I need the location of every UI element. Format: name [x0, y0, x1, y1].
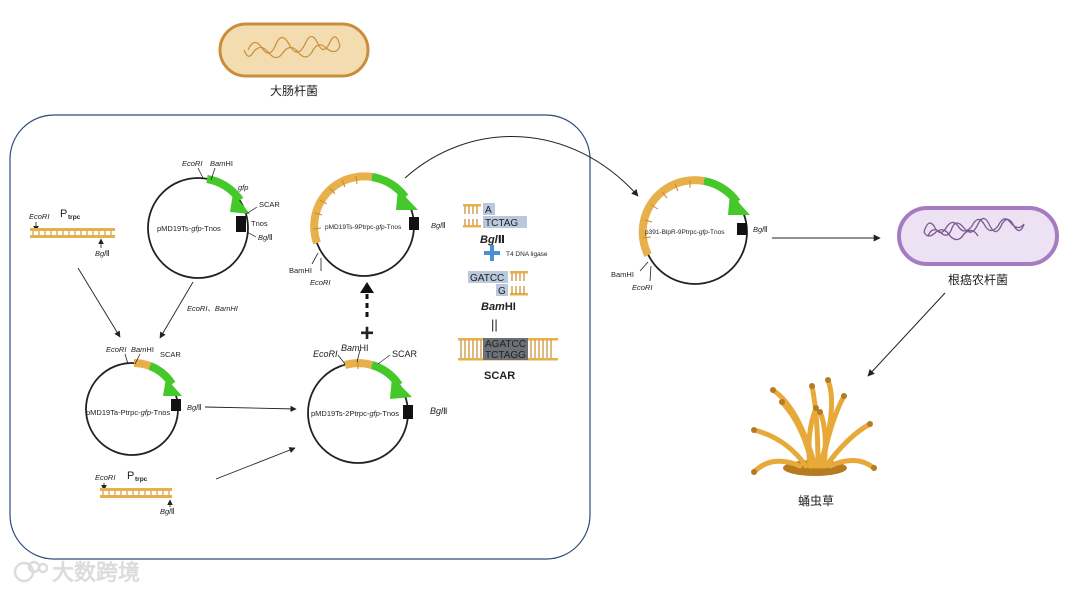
- ptrpc-sub: trpc: [68, 214, 81, 221]
- gfp-arrow: [206, 175, 244, 203]
- ligase-plus-icon: [484, 245, 500, 261]
- ecoli-dna: [243, 35, 341, 59]
- ecoli-cell: 大肠杆菌: [218, 22, 370, 98]
- gfp-arrow: [148, 362, 176, 387]
- gfp-label: gfp: [238, 183, 248, 192]
- bamhi-label: BamHI: [210, 159, 233, 168]
- bam-bottom-seq: G: [498, 286, 506, 297]
- ecori-label: EcoRI: [95, 473, 115, 482]
- plasmid-name: pMD19Ts-gfp-Tnos: [157, 224, 221, 233]
- ecoli-body: [218, 22, 370, 78]
- plasmid-p391-blpr-9ptrpc-gfp-tnos: BglⅡ BamHI EcoRI p391-BlpR-9Ptrpc-gfp-Tn…: [611, 176, 768, 292]
- bgl-bottom-seq: TCTAG: [485, 218, 518, 229]
- ligase-label: T4 DNA ligase: [506, 251, 548, 258]
- bgl-label: BglⅡ: [95, 249, 110, 258]
- tnos-block: [236, 216, 246, 232]
- ecori-label: EcoRI: [310, 278, 330, 287]
- plasmid-name: pMD19Ts-2Ptrpc-gfp-Tnos: [311, 409, 399, 418]
- ptrpc-tick-marks: [312, 175, 358, 230]
- flow-arrow: [215, 447, 296, 480]
- scar-label: SCAR: [392, 349, 418, 359]
- bgl-label: BglⅡ: [431, 221, 446, 230]
- cordyceps-label: 蛹虫草: [798, 494, 834, 508]
- tnos-block: [737, 223, 747, 235]
- plasmid-pmd19ts-2ptrpc-gfp-tnos: EcoRI BamHI SCAR BglⅡ pMD19Ts-2Ptrpc-gfp…: [307, 343, 447, 464]
- ptrpc-label: P: [60, 208, 67, 220]
- bgl-label: BglⅡ: [753, 225, 768, 234]
- bam-top-seq: GATCC: [470, 273, 504, 284]
- bamhi-label: BamHI: [131, 345, 154, 354]
- plasmid-pmd19ts-9ptrpc-gfp-tnos: BglⅡ BamHI EcoRI pMD19Ts-9Ptrpc-gfp-Tnos: [289, 172, 446, 287]
- plasmid-name: pMD19Ts-9Ptrpc-gfp-Tnos: [325, 224, 402, 231]
- ptrpc-tick-marks: [642, 180, 691, 239]
- curved-flow-arrow: [404, 136, 639, 197]
- scar-top-seq: AGATCC: [485, 339, 526, 350]
- watermark-text: 大数跨境: [52, 560, 140, 585]
- flow-arrow: [867, 292, 946, 377]
- tnos-block: [409, 217, 419, 230]
- plasmid-name: p391-BlpR-9Ptrpc-gfp-Tnos: [645, 229, 725, 236]
- bamhi-caption: BamHI: [481, 301, 516, 313]
- watermark: 大数跨境: [13, 560, 140, 585]
- bamhi-label: BamHI: [341, 343, 369, 353]
- ptrpc-segment: [638, 176, 705, 257]
- bamhi-label: BamHI: [289, 266, 312, 275]
- scar-caption: SCAR: [484, 370, 515, 382]
- equals-sign: ||: [491, 317, 498, 332]
- plasmid-pmd19ts-gfp-tnos: EcoRI BamHI gfp SCAR Tnos BglⅡ pMD19Ts-g…: [147, 159, 280, 279]
- ptrpc-segment: [310, 172, 373, 245]
- plus-sign: +: [360, 320, 374, 347]
- ecori-label: EcoRI: [182, 159, 202, 168]
- workflow-box: [9, 114, 591, 560]
- bamhi-label: BamHI: [611, 270, 634, 279]
- ptrpc-label: P: [127, 470, 134, 482]
- tnos-block: [403, 405, 413, 419]
- scar-sequence: AGATCC TCTAGG: [458, 338, 558, 361]
- dna-fragment: [30, 228, 115, 238]
- bgl-label: BglⅡ: [187, 403, 202, 412]
- ecori-label: EcoRI: [632, 283, 652, 292]
- ptrpc-fragment-top: EcoRI P trpc BglⅡ: [29, 208, 115, 258]
- bamhi-sticky-end: GATCC G BamHI: [468, 271, 528, 313]
- flow-arrow: [77, 267, 121, 338]
- bgl-sticky-end: A TCTAG BglⅡ: [463, 203, 527, 246]
- dna-fragment: [100, 488, 172, 498]
- agrobacterium-label: 根癌农杆菌: [948, 272, 1008, 287]
- scar-label: SCAR: [160, 350, 181, 359]
- bgl-label: BglⅡ: [430, 406, 447, 416]
- agrobacterium-cell: 根癌农杆菌: [897, 206, 1059, 287]
- ptrpc-sub: trpc: [135, 476, 148, 483]
- plasmid-name: pMD19Ta-Ptrpc-gfp-Tnos: [86, 408, 170, 417]
- flow-arrow: [159, 281, 194, 339]
- ecori-label: EcoRI: [29, 212, 49, 221]
- bgl-label: BglⅡ: [258, 233, 273, 242]
- tnos-label: Tnos: [251, 219, 268, 228]
- ecoli-label: 大肠杆菌: [270, 84, 318, 98]
- bgl-top-seq: A: [485, 205, 492, 216]
- tnos-block: [171, 399, 181, 411]
- scar-label: SCAR: [259, 200, 280, 209]
- cordyceps-image: 蛹虫草: [751, 377, 877, 508]
- scar-bottom-seq: TCTAGG: [485, 350, 526, 361]
- ptrpc-fragment-bottom: EcoRI P trpc BglⅡ: [95, 470, 175, 516]
- flow-arrow: [204, 405, 297, 413]
- plasmid-pmd19ta-ptrpc-gfp-tnos: EcoRI BamHI SCAR BglⅡ pMD19Ta-Ptrpc-gfp-…: [85, 345, 202, 456]
- bgl-caption: BglⅡ: [480, 234, 505, 246]
- ecori-label: EcoRI: [313, 349, 338, 359]
- agrobacterium-dna: [923, 217, 1025, 241]
- digest-label: EcoRI、BamHI: [187, 304, 238, 313]
- watermark-logo-icon: [13, 560, 49, 583]
- ptrpc-segment: [133, 359, 152, 370]
- ecori-label: EcoRI: [106, 345, 126, 354]
- bgl-label: BglⅡ: [160, 507, 175, 516]
- scar-legend: A TCTAG BglⅡ T4 DNA ligase GATCC G: [458, 203, 558, 382]
- dashed-arrow-head: [360, 282, 374, 293]
